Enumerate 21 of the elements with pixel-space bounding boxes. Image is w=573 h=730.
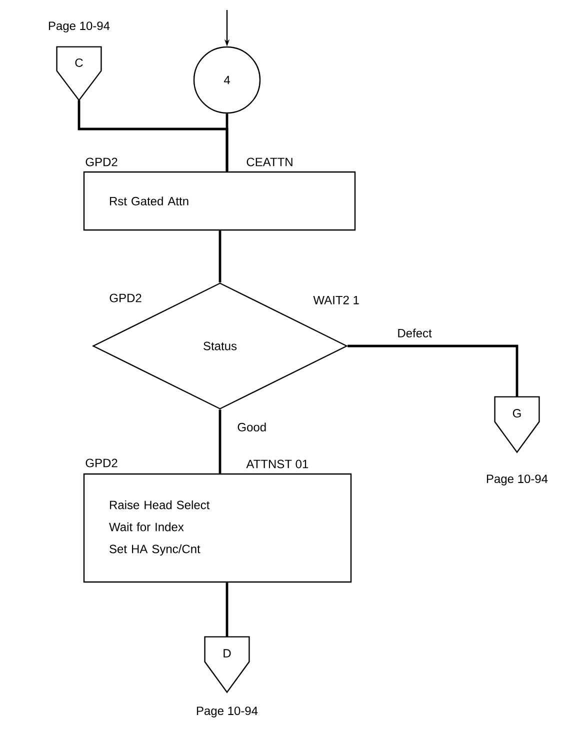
connector-line: [218, 410, 222, 474]
page-reference: Page 10-94: [196, 706, 258, 718]
module-label: ATTNST 01: [246, 460, 308, 468]
page-reference: Page 10-94: [48, 22, 110, 32]
connector-line: [218, 230, 222, 282]
module-label: GPD2: [110, 294, 142, 302]
process-box: Rst Gated Attn: [83, 171, 356, 231]
off-page-connector: G: [494, 396, 540, 454]
module-label: CEATTN: [246, 158, 292, 166]
page-reference: Page 10-94: [486, 474, 548, 486]
off-page-connector: D: [204, 636, 250, 694]
connector-line: [348, 344, 518, 397]
edge-label: Defect: [396, 328, 433, 338]
connector-line: [226, 582, 228, 637]
process-box: Raise Head Select Wait for Index Set HA Sync/Cnt: [83, 473, 352, 583]
module-label: WAIT2 1: [313, 296, 359, 304]
off-page-connector: C: [56, 46, 102, 102]
edge-label: Good: [236, 422, 268, 432]
module-label: GPD2: [86, 158, 118, 166]
module-label: GPD2: [86, 458, 118, 468]
connector-line: [226, 114, 228, 172]
